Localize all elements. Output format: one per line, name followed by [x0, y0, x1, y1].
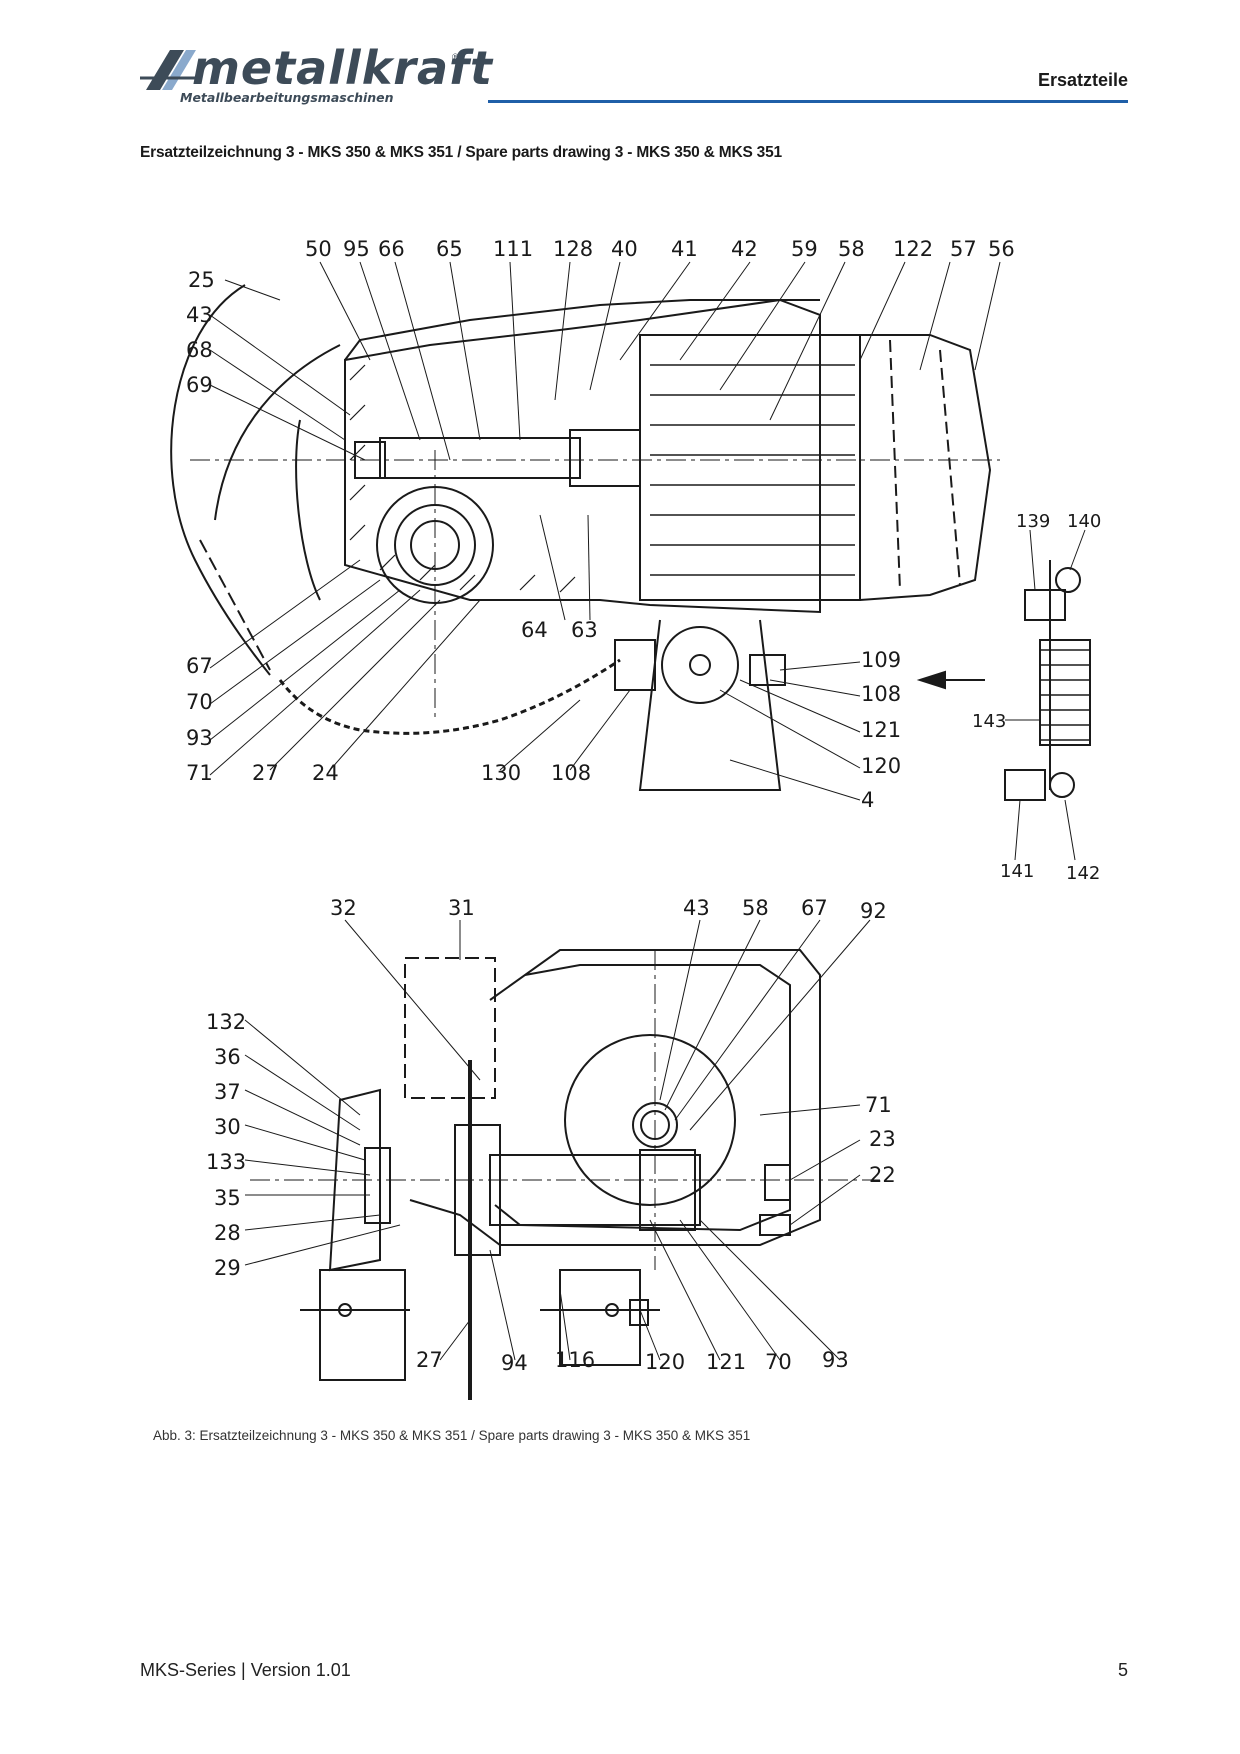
- part-label: 143: [972, 711, 1006, 732]
- part-label: 36: [214, 1045, 241, 1069]
- part-label: 130: [481, 761, 521, 785]
- part-label: 71: [865, 1093, 892, 1117]
- part-label: 63: [571, 618, 598, 642]
- part-label: 50: [305, 237, 332, 261]
- header-rule: [488, 100, 1128, 103]
- part-label: 64: [521, 618, 548, 642]
- section-title: Ersatzteile: [1037, 70, 1128, 90]
- footer-series: MKS-Series | Version 1.01: [140, 1660, 351, 1680]
- part-label: 116: [555, 1348, 595, 1372]
- part-label: 24: [312, 761, 339, 785]
- part-label: 140: [1067, 511, 1101, 532]
- part-label: 29: [214, 1256, 241, 1280]
- part-label: 70: [186, 690, 213, 714]
- part-label: 28: [214, 1221, 241, 1245]
- brand-name: metallkraft: [192, 41, 494, 95]
- brand-logo: metallkraft ® Metallbearbeitungsmaschine…: [140, 44, 492, 106]
- registered-mark: ®: [452, 52, 459, 62]
- part-label: 4: [861, 788, 874, 812]
- part-label: 139: [1016, 511, 1050, 532]
- part-label: 108: [551, 761, 591, 785]
- bottom-part-labels: 32 31 43 58 67 92 132 36 37 30 133 35 28…: [206, 896, 896, 1375]
- part-label: 109: [861, 648, 901, 672]
- part-label: 31: [448, 896, 475, 920]
- part-label: 111: [493, 237, 533, 261]
- part-label: 93: [186, 726, 213, 750]
- part-label: 40: [611, 237, 638, 261]
- part-label: 95: [343, 237, 370, 261]
- part-label: 25: [188, 268, 215, 292]
- part-label: 41: [671, 237, 698, 261]
- part-label: 27: [416, 1348, 443, 1372]
- part-label: 66: [378, 237, 405, 261]
- figure-caption: Abb. 3: Ersatzteilzeichnung 3 - MKS 350 …: [153, 1428, 751, 1443]
- part-label: 93: [822, 1348, 849, 1372]
- brand-tagline: Metallbearbeitungsmaschinen: [180, 90, 394, 105]
- part-label: 67: [186, 654, 213, 678]
- part-label: 122: [893, 237, 933, 261]
- page-title: Ersatzteilzeichnung 3 - MKS 350 & MKS 35…: [140, 144, 782, 161]
- part-label: 108: [861, 682, 901, 706]
- part-label: 43: [683, 896, 710, 920]
- part-label: 128: [553, 237, 593, 261]
- part-label: 30: [214, 1115, 241, 1139]
- part-label: 42: [731, 237, 758, 261]
- part-label: 59: [791, 237, 818, 261]
- part-label: 71: [186, 761, 213, 785]
- part-label: 43: [186, 303, 213, 327]
- part-label: 56: [988, 237, 1015, 261]
- part-label: 121: [861, 718, 901, 742]
- top-part-labels: 50 95 66 65 111 128 40 41 42 59 58 122 5…: [186, 237, 1101, 884]
- part-label: 57: [950, 237, 977, 261]
- part-label: 58: [742, 896, 769, 920]
- part-label: 32: [330, 896, 357, 920]
- part-label: 22: [869, 1163, 896, 1187]
- part-label: 94: [501, 1351, 528, 1375]
- part-label: 69: [186, 373, 213, 397]
- part-label: 35: [214, 1186, 241, 1210]
- part-label: 37: [214, 1080, 241, 1104]
- part-label: 142: [1066, 863, 1100, 884]
- part-label: 121: [706, 1350, 746, 1374]
- part-label: 68: [186, 338, 213, 362]
- part-label: 132: [206, 1010, 246, 1034]
- page-number: 5: [1117, 1660, 1128, 1680]
- part-label: 120: [861, 754, 901, 778]
- part-label: 67: [801, 896, 828, 920]
- part-label: 141: [1000, 861, 1034, 882]
- part-label: 27: [252, 761, 279, 785]
- part-label: 133: [206, 1150, 246, 1174]
- part-label: 58: [838, 237, 865, 261]
- part-label: 92: [860, 899, 887, 923]
- part-label: 120: [645, 1350, 685, 1374]
- part-label: 23: [869, 1127, 896, 1151]
- logo-mark-icon: [140, 50, 200, 90]
- part-label: 70: [765, 1350, 792, 1374]
- part-label: 65: [436, 237, 463, 261]
